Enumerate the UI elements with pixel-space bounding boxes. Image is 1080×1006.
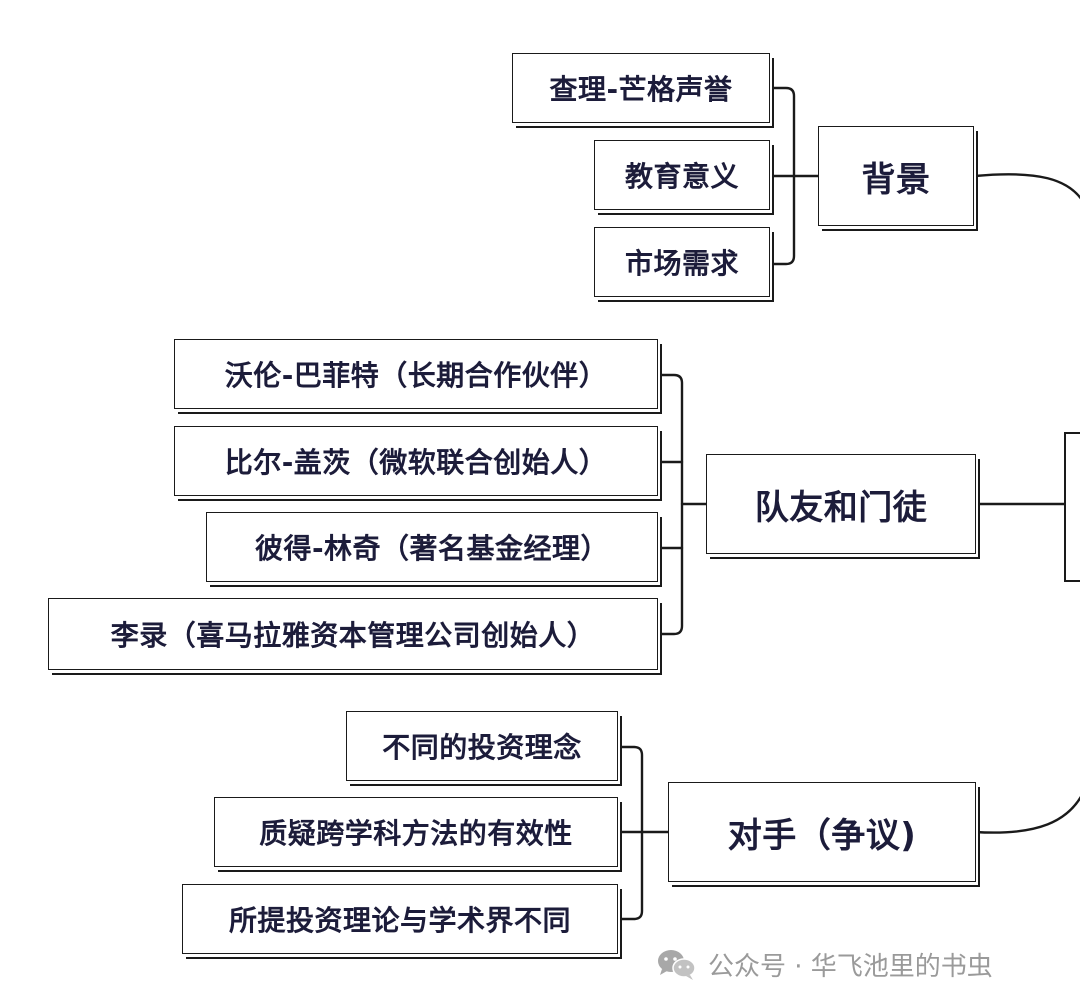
branch-node-background: 背景 <box>818 126 974 226</box>
connector-root-background <box>973 173 1080 200</box>
leaf-node: 所提投资理论与学术界不同 <box>182 884 618 954</box>
leaf-node: 李录（喜马拉雅资本管理公司创始人） <box>48 598 658 670</box>
root-node <box>1064 432 1080 582</box>
leaf-node: 查理-芒格声誉 <box>512 53 770 123</box>
connector-allies-bracket <box>656 373 684 636</box>
branch-node-allies: 队友和门徒 <box>706 454 976 554</box>
leaf-node: 教育意义 <box>594 140 770 210</box>
wechat-icon <box>656 947 698 981</box>
branch-node-opponents: 对手（争议) <box>668 782 976 882</box>
leaf-node: 不同的投资理念 <box>346 711 618 781</box>
watermark-text: 公众号 · 华飞池里的书虫 <box>708 951 993 982</box>
watermark: 公众号 · 华飞池里的书虫 <box>656 944 993 984</box>
leaf-node: 彼得-林奇（著名基金经理） <box>206 512 658 582</box>
leaf-node: 市场需求 <box>594 227 770 297</box>
connector-root-opponents <box>973 795 1080 834</box>
leaf-node: 质疑跨学科方法的有效性 <box>214 797 618 867</box>
leaf-node: 比尔-盖茨（微软联合创始人） <box>174 426 658 496</box>
leaf-node: 沃伦-巴菲特（长期合作伙伴） <box>174 339 658 409</box>
